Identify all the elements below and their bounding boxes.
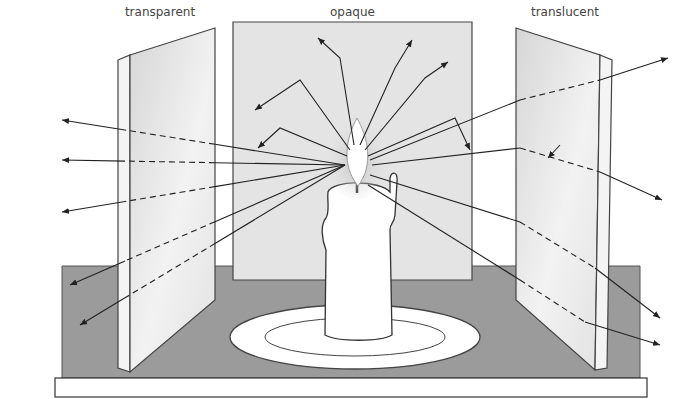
glass-pane: transparent xyxy=(110,5,225,380)
pane-label: opaque xyxy=(230,5,475,19)
pane-outline xyxy=(110,5,225,380)
table-front xyxy=(55,378,647,397)
pane-outline xyxy=(230,5,475,285)
pane-label: translucent xyxy=(515,5,615,19)
plate xyxy=(230,305,480,369)
pane-face xyxy=(118,55,130,372)
glass-pane: translucent xyxy=(505,5,620,380)
pane-face xyxy=(595,55,612,370)
plate-rim xyxy=(265,318,445,356)
pane-face xyxy=(130,28,215,372)
pane-face xyxy=(516,28,600,370)
pane-outline xyxy=(505,5,620,380)
pane-face xyxy=(233,22,472,280)
pane-label: transparent xyxy=(110,5,210,19)
glass-pane: opaque xyxy=(230,5,475,285)
